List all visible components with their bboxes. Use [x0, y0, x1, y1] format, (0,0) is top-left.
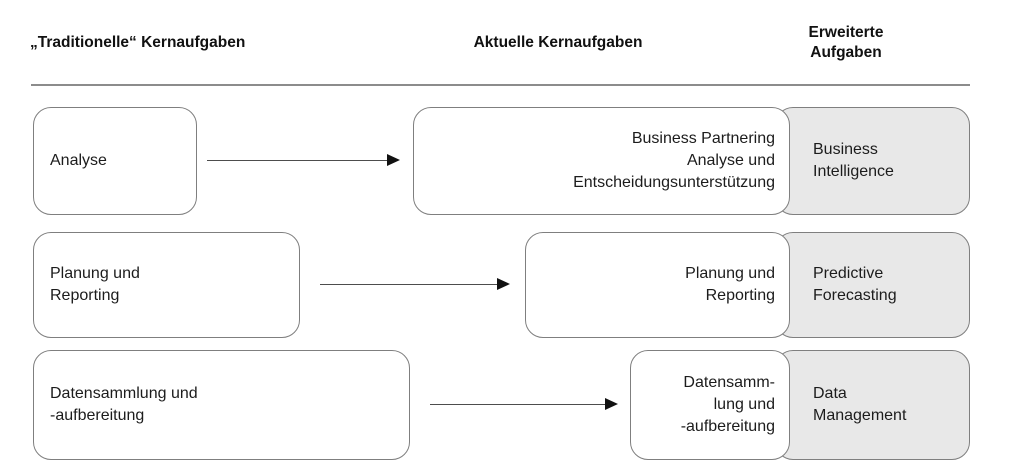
box-label-line: Entscheidungsunterstützung: [573, 174, 775, 191]
box-label-line: Reporting: [50, 287, 120, 304]
box-label-line: lung und: [713, 396, 775, 413]
traditional-box-planung-reporting: Planung und Reporting: [33, 232, 300, 338]
extended-box-predictive-forecasting: Predictive Forecasting: [775, 232, 970, 338]
box-label-line: Datensamm-: [683, 374, 775, 391]
arrow-datensammlung-to-current: [430, 398, 618, 410]
column-header-traditional: „Traditionelle“ Kernaufgaben: [30, 34, 246, 51]
box-label-line: -aufbereitung: [50, 407, 145, 424]
arrow-analyse-to-current: [207, 154, 400, 166]
extended-box-business-intelligence: Business Intelligence: [775, 107, 970, 215]
column-header-extended: Erweiterte Aufgaben: [770, 23, 922, 63]
current-box-planung-reporting: Planung und Reporting: [525, 232, 790, 338]
box-label-line: Planung und: [685, 265, 775, 282]
box-label-line: Planung und: [50, 265, 140, 282]
extended-box-data-management: Data Management: [775, 350, 970, 460]
header-divider: [31, 84, 970, 86]
current-box-business-partnering: Business Partnering Analyse und Entschei…: [413, 107, 790, 215]
box-label-line: Management: [813, 407, 907, 424]
box-label-line: Intelligence: [813, 163, 894, 180]
box-label-line: Data: [813, 385, 847, 402]
current-box-datensammlung: Datensamm- lung und -aufbereitung: [630, 350, 790, 460]
column-header-current: Aktuelle Kernaufgaben: [473, 34, 643, 51]
traditional-box-analyse: Analyse: [33, 107, 197, 215]
box-label-line: Reporting: [705, 287, 775, 304]
box-label-line: Forecasting: [813, 287, 897, 304]
box-label-line: Datensammlung und: [50, 385, 198, 402]
box-label-line: Business Partnering: [631, 130, 775, 147]
box-label-line: Predictive: [813, 265, 884, 282]
box-label-line: Business: [813, 141, 878, 158]
traditional-box-datensammlung: Datensammlung und -aufbereitung: [33, 350, 410, 460]
column-header-extended-line1: Erweiterte: [808, 24, 884, 41]
box-label-line: -aufbereitung: [680, 418, 775, 435]
column-header-extended-line2: Aufgaben: [810, 44, 882, 61]
arrow-planung-to-current: [320, 278, 510, 290]
box-label-line: Analyse und: [686, 152, 775, 169]
box-label-line: Analyse: [50, 152, 107, 169]
